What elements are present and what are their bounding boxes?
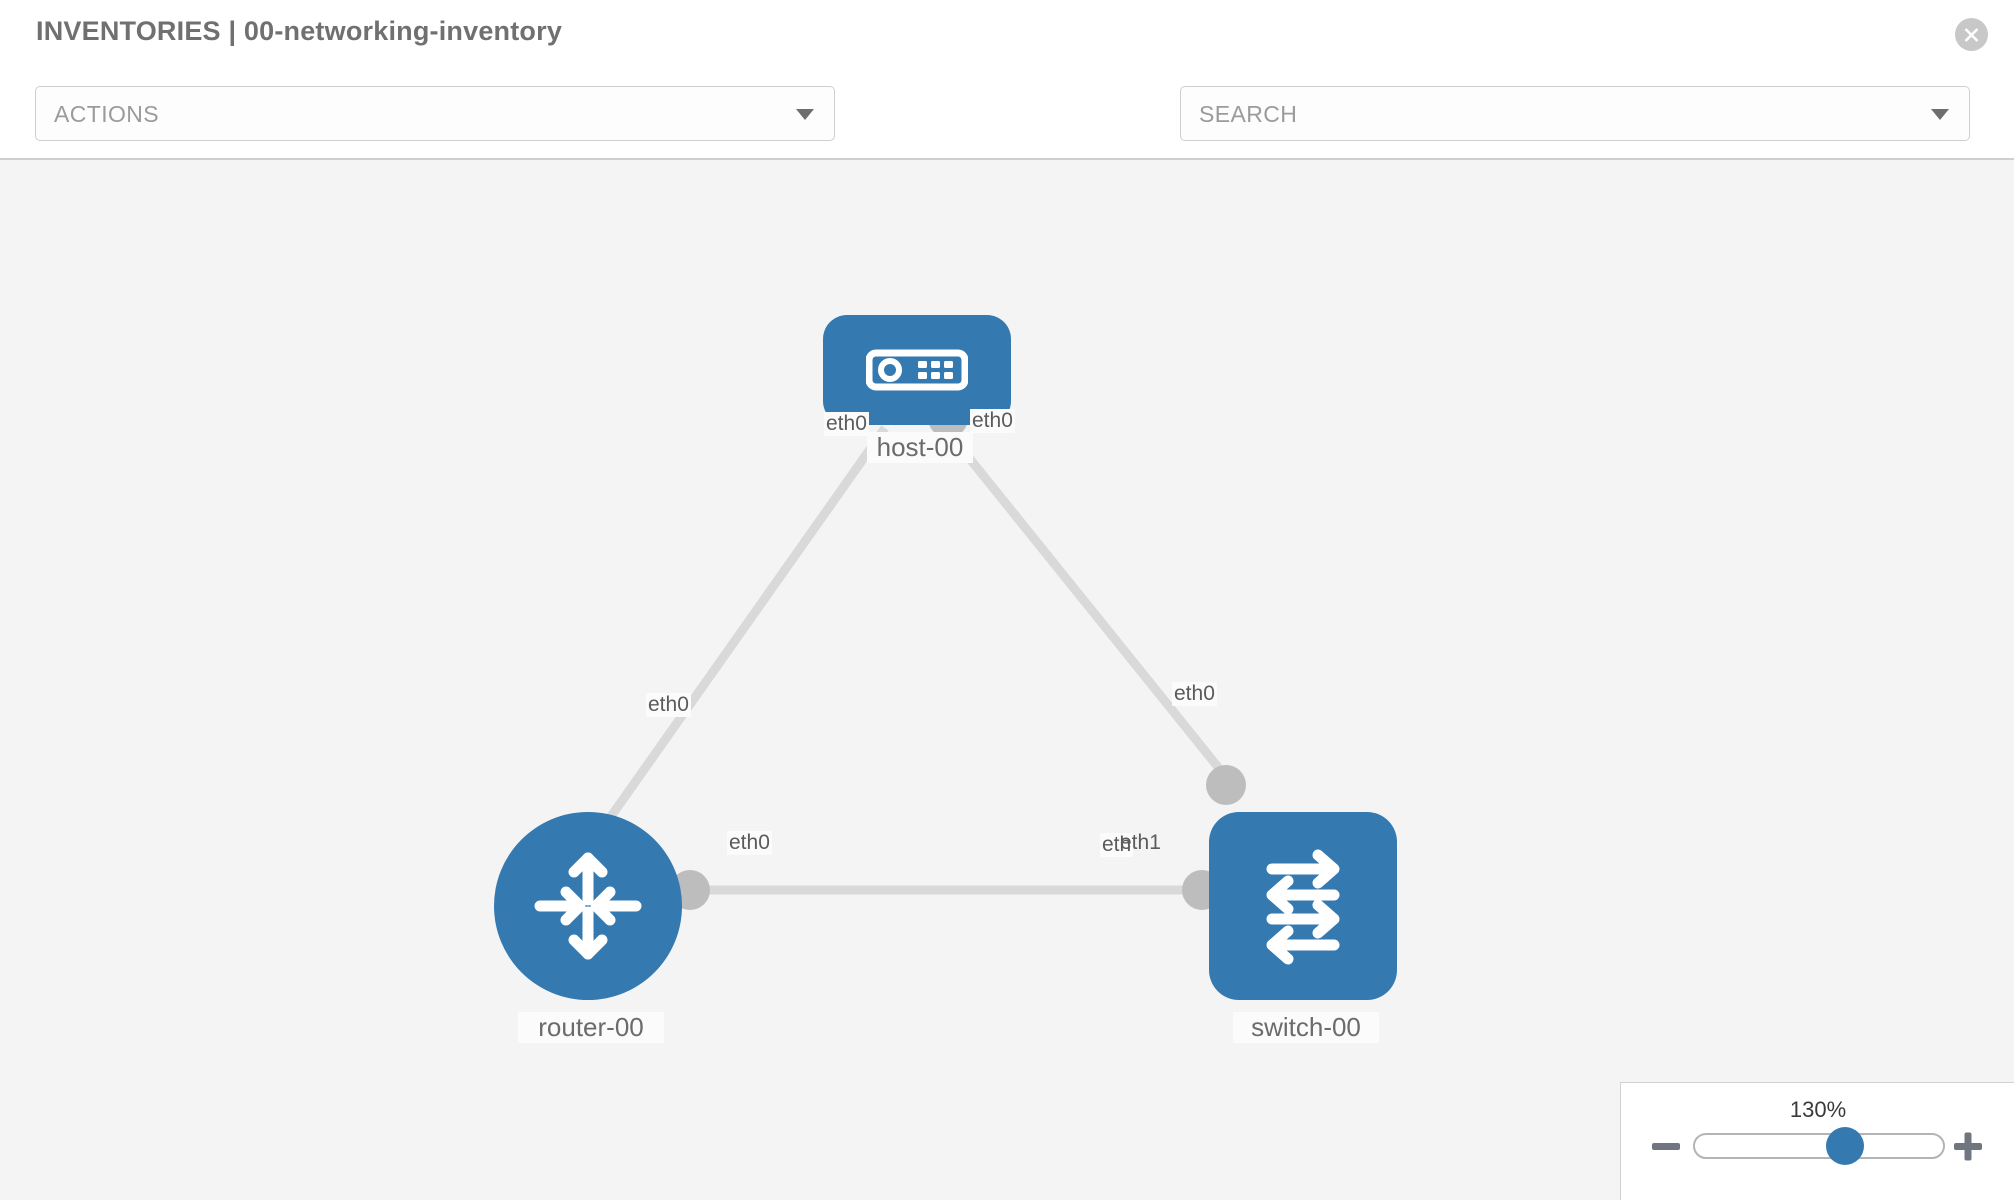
iface-label-router00-eth0: eth0 — [727, 831, 772, 855]
chevron-down-icon[interactable] — [1931, 109, 1949, 120]
zoom-slider-thumb[interactable] — [1825, 1127, 1864, 1165]
link-host00-router00 — [596, 425, 889, 835]
router-arrows-icon — [534, 852, 642, 960]
iface-label-switch00-eth: eth — [1100, 833, 1134, 857]
actions-dropdown[interactable]: ACTIONS — [35, 86, 835, 141]
node-router-00-shape — [494, 812, 682, 1000]
minus-icon[interactable] — [1649, 1129, 1683, 1163]
page-header: INVENTORIES | 00-networking-inventory — [0, 0, 2014, 68]
switch-arrows-icon — [1266, 849, 1340, 965]
topology-canvas[interactable]: host-00 — [0, 160, 2014, 1200]
node-switch-00[interactable]: switch-00 — [1209, 812, 1397, 1043]
link-host00-switch00 — [941, 425, 1234, 785]
iface-label-host00-eth0-right: eth0 — [970, 409, 1015, 433]
node-router-00[interactable]: router-00 — [494, 812, 682, 1043]
server-appliance-icon — [866, 349, 968, 391]
port-switch00-eth0[interactable] — [1206, 765, 1246, 805]
node-host-00[interactable]: host-00 — [823, 315, 1011, 463]
search-placeholder: SEARCH — [1199, 101, 1298, 127]
zoom-slider-track[interactable] — [1693, 1133, 1945, 1159]
iface-label-switch00-uplink-eth0: eth0 — [1172, 682, 1217, 706]
close-icon[interactable] — [1955, 18, 1988, 51]
zoom-control: 130% — [1620, 1082, 2014, 1200]
chevron-down-icon — [796, 109, 814, 120]
node-host-00-shape — [823, 315, 1011, 425]
search-input[interactable]: SEARCH — [1180, 86, 1970, 141]
page-title: INVENTORIES | 00-networking-inventory — [36, 16, 563, 46]
actions-dropdown-label: ACTIONS — [54, 101, 160, 127]
node-switch-00-shape — [1209, 812, 1397, 1000]
zoom-level-label: 130% — [1789, 1097, 1847, 1122]
iface-label-host00-eth0-left: eth0 — [824, 412, 869, 436]
node-host-00-label: host-00 — [867, 432, 973, 463]
iface-label-switch00-eth1: eth1 — [1120, 831, 1161, 854]
iface-label-router00-uplink-eth0: eth0 — [646, 693, 691, 717]
plus-icon[interactable] — [1951, 1129, 1985, 1163]
topology-links — [596, 425, 1234, 895]
toolbar: ACTIONS SEARCH — [0, 68, 2014, 201]
node-router-00-label: router-00 — [518, 1012, 664, 1043]
node-switch-00-label: switch-00 — [1233, 1012, 1379, 1043]
